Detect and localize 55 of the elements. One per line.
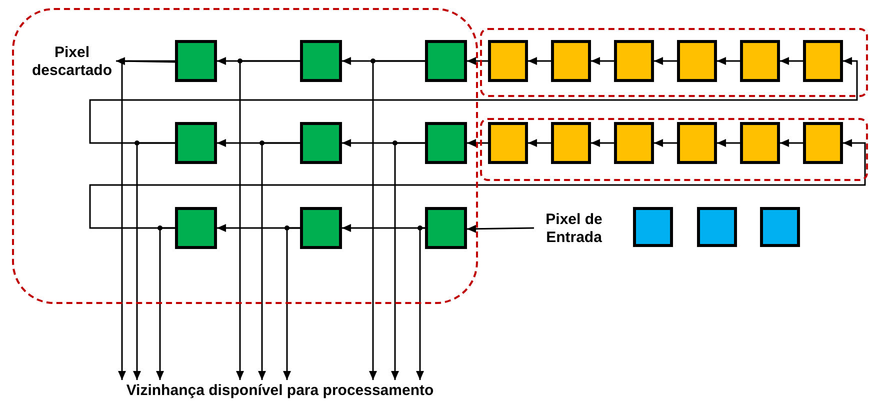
output-caption: Vizinhança disponível para processamento (88, 380, 472, 402)
arrow (654, 57, 677, 65)
buffer-cell-box (740, 40, 780, 82)
buffer-cell-box (488, 40, 528, 82)
arrow (283, 227, 300, 380)
input-pixel-box (633, 207, 673, 247)
arrow (258, 142, 300, 380)
arrow (654, 139, 677, 147)
buffer-cell-box (551, 40, 591, 82)
buffer-cell-box (614, 122, 654, 164)
register-box (300, 207, 342, 249)
arrow (467, 57, 488, 65)
buffer-cell-box (677, 122, 717, 164)
arrow (369, 60, 425, 380)
input-pixel-box (760, 207, 800, 247)
register-box (425, 207, 467, 249)
buffer-cell-box (677, 40, 717, 82)
register-box (300, 40, 342, 82)
arrow (416, 227, 425, 380)
register-box (300, 122, 342, 164)
arrow (591, 57, 614, 65)
register-box (175, 122, 217, 164)
buffer-cell-box (740, 122, 780, 164)
arrow (156, 227, 175, 380)
register-box (175, 40, 217, 82)
input-pixel-box (697, 207, 737, 247)
input-label: Pixel de Entrada (534, 210, 614, 248)
buffer-cell-box (803, 40, 843, 82)
arrow (780, 139, 803, 147)
line-buffer-region (480, 118, 868, 181)
register-box (425, 122, 467, 164)
arrow (133, 142, 175, 380)
register-box (425, 40, 467, 82)
arrow (391, 142, 425, 380)
arrow (89, 57, 858, 144)
arrow (116, 57, 176, 66)
arrow (118, 60, 175, 380)
arrow (89, 139, 866, 229)
arrow (528, 139, 551, 147)
arrow (236, 60, 300, 380)
arrow (591, 139, 614, 147)
arrow (466, 224, 534, 233)
register-box (175, 207, 217, 249)
buffer-cell-box (614, 40, 654, 82)
buffer-cell-box (488, 122, 528, 164)
output-label: Pixel descartado (28, 44, 116, 80)
arrow (717, 139, 740, 147)
buffer-cell-box (551, 122, 591, 164)
arrow (780, 57, 803, 65)
buffer-cell-box (803, 122, 843, 164)
arrow (528, 57, 551, 65)
window-region (12, 8, 478, 304)
line-buffer-region (480, 28, 868, 97)
arrow (467, 139, 488, 147)
arrow (717, 57, 740, 65)
